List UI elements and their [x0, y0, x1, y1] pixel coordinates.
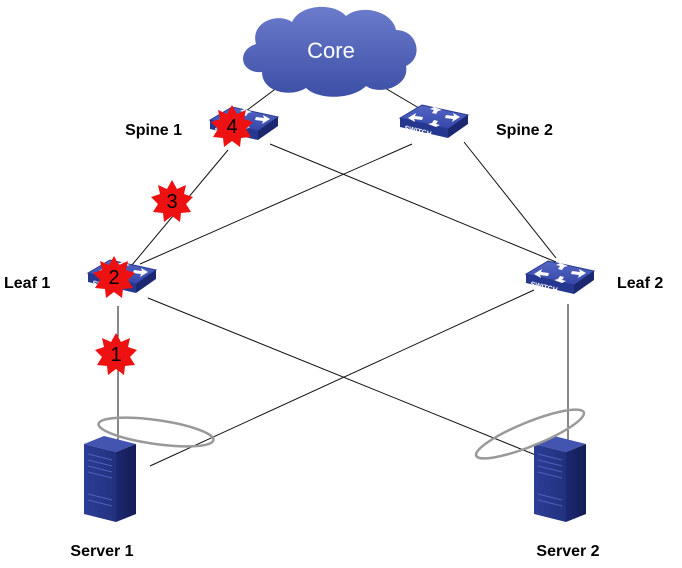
server-icon: [83, 435, 137, 523]
core-label: Core: [307, 38, 355, 63]
links: [117, 77, 569, 467]
leaf2-label: Leaf 2: [617, 275, 663, 292]
server-icon: [533, 435, 587, 523]
link-spine2-leaf1: [139, 143, 413, 265]
lag-ring-server1: [97, 416, 215, 448]
cloud-icon: [243, 6, 417, 97]
fault-number: 3: [166, 191, 177, 213]
server-1: [83, 435, 137, 523]
link-leaf2-server1: [149, 289, 535, 467]
leaf1-label: Leaf 1: [4, 275, 50, 292]
fault-marker-3: 3: [151, 180, 193, 222]
fault-number: 1: [110, 344, 121, 366]
server1-label: Server 1: [70, 543, 133, 560]
lag-ring-server2: [474, 408, 586, 460]
fault-marker-1: 1: [95, 333, 137, 375]
link-spine2-leaf2: [463, 141, 557, 259]
link-spine1-leaf2: [269, 143, 557, 263]
switch-leaf2: SWITCH: [525, 260, 595, 295]
server-2: [533, 435, 587, 523]
spine1-label: Spine 1: [125, 122, 182, 139]
fault-number: 2: [108, 267, 119, 289]
fault-number: 4: [226, 116, 237, 138]
core-cloud: Core: [243, 6, 417, 97]
fault-marker-4: 4: [211, 105, 253, 147]
fault-marker-2: 2: [93, 256, 135, 298]
server2-label: Server 2: [536, 543, 599, 560]
switch-spine2: SWITCH: [399, 104, 469, 139]
link-leaf1-server2: [147, 297, 549, 461]
spine2-label: Spine 2: [496, 122, 553, 139]
